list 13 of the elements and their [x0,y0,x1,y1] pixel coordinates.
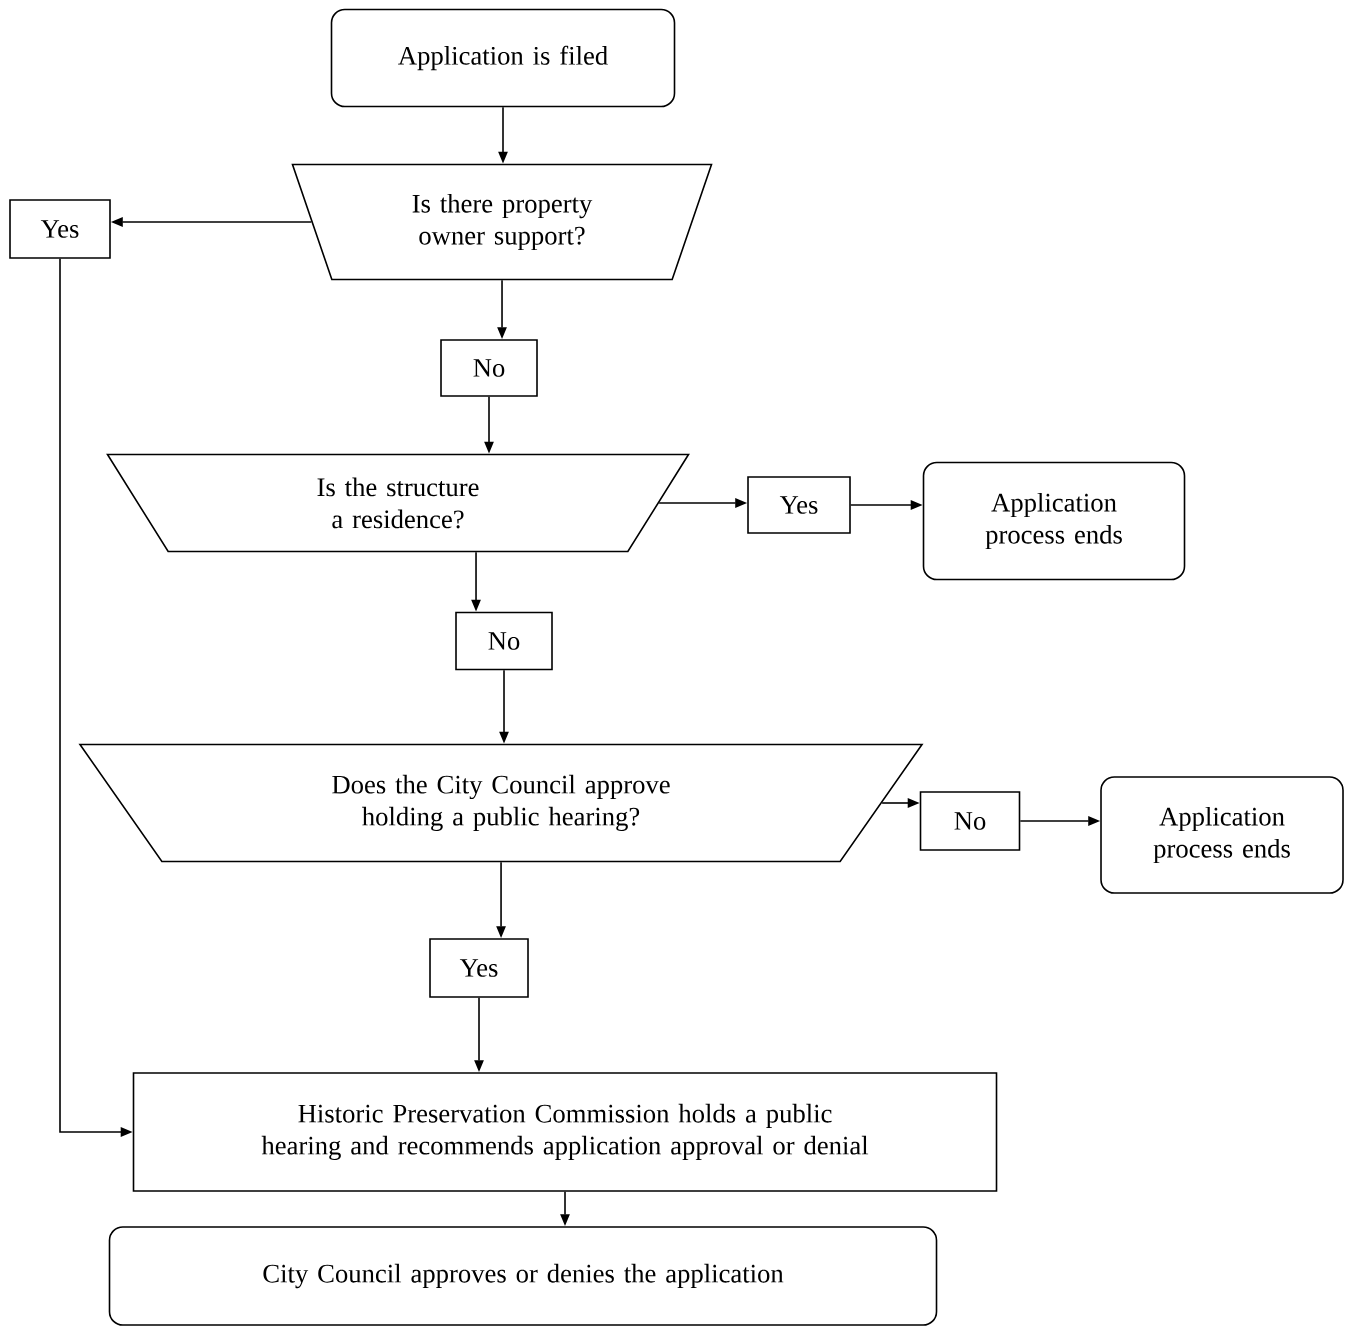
answer-box: Yes [9,199,111,259]
answer-box: Historic Preservation Commission holds a public hearing and recommends application approval or denial [132,1072,998,1192]
terminal-box: City Council approves or denies the application [108,1226,938,1326]
terminal-box: Application process ends [1100,776,1344,894]
answer-box: No [455,611,553,671]
terminal-box: Application process ends [922,461,1186,581]
answer-box: No [440,339,538,397]
decision-trapezoid: Is the structure a residence? [106,453,690,553]
answer-box: Yes [429,938,529,998]
terminal-box: Application is filed [330,8,676,108]
answer-box: No [919,791,1021,851]
decision-trapezoid: Is there property owner support? [291,163,713,281]
answer-box: Yes [747,476,851,534]
